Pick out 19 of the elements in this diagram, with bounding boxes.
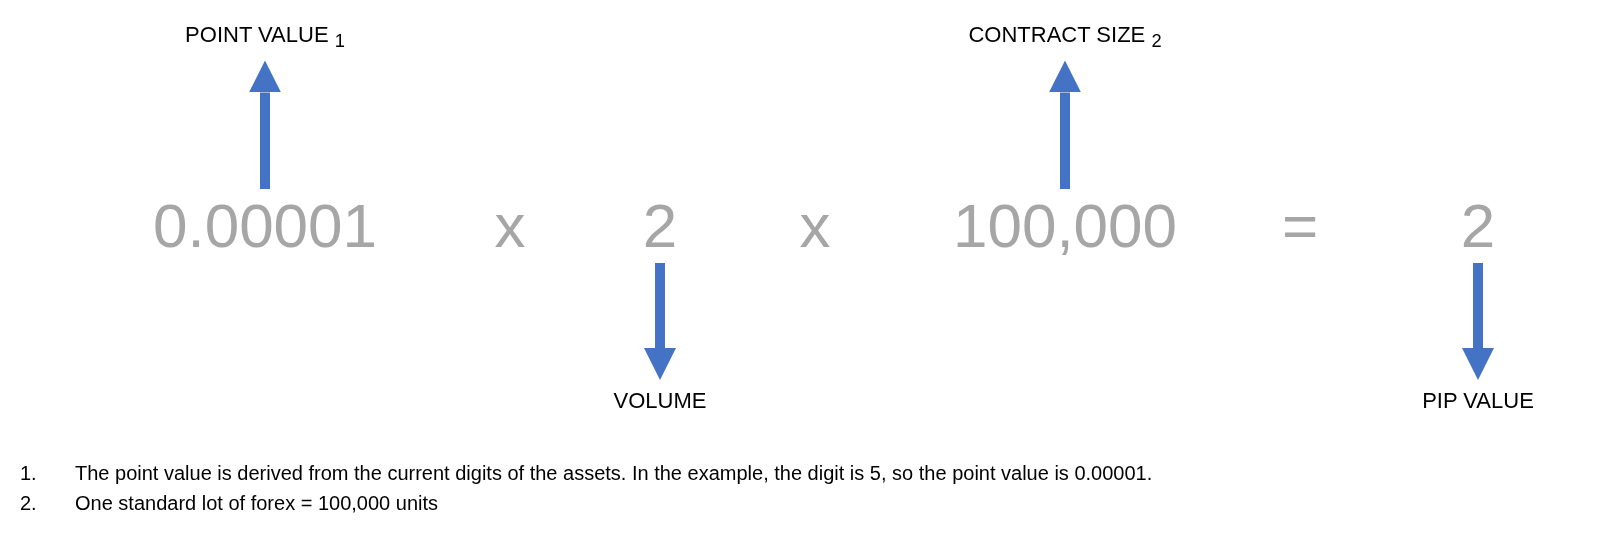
arrow xyxy=(1049,60,1081,189)
operator-sign: x xyxy=(494,195,526,257)
label-text: CONTRACT SIZE $_{2}$ xyxy=(968,22,1162,53)
operator-sign: = xyxy=(1281,195,1319,257)
number-value: 0.00001 xyxy=(152,195,378,257)
number-value: 2 xyxy=(642,195,678,257)
arrow xyxy=(1462,263,1494,380)
label-text: POINT VALUE $_{1}$ xyxy=(185,22,345,53)
footnote-number: 1. xyxy=(20,462,37,485)
number-value: 2 xyxy=(1460,195,1496,257)
footnote-text: One standard lot of forex = 100,000 units xyxy=(75,492,439,515)
footnote-text: The point value is derived from the current digits of the assets. In the example, the digit is 5, so the point value is 0.00001. xyxy=(75,462,1153,485)
footnote-number: 2. xyxy=(20,492,37,515)
operator-sign: x xyxy=(799,195,831,257)
number-value: 100,000 xyxy=(952,195,1178,257)
label-text: VOLUME xyxy=(613,388,707,414)
label-text: PIP VALUE xyxy=(1422,388,1534,414)
arrow xyxy=(644,263,676,380)
arrow xyxy=(249,60,281,189)
